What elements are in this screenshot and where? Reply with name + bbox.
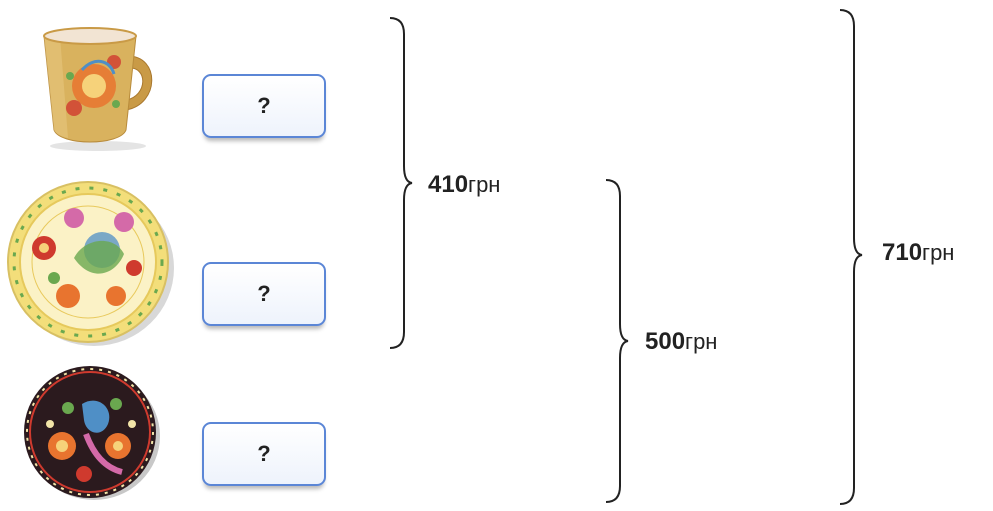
total-unit: грн	[685, 329, 718, 354]
cup-image	[43, 27, 153, 151]
total-value: 410	[428, 171, 469, 198]
plate-price-box[interactable]: ?	[202, 262, 326, 326]
saucer-price-box[interactable]: ?	[202, 422, 326, 486]
cup-price-box[interactable]: ?	[202, 74, 326, 138]
brace-all	[839, 9, 863, 505]
total-plate-saucer: 500грн	[645, 328, 717, 356]
brace-cup-plate	[389, 17, 413, 349]
total-all: 710грн	[882, 239, 954, 267]
total-value: 710	[882, 239, 923, 266]
brace-plate-saucer	[605, 179, 629, 503]
total-value: 500	[645, 328, 686, 355]
total-unit: грн	[922, 240, 955, 265]
saucer-image	[24, 366, 160, 500]
total-cup-plate: 410грн	[428, 171, 500, 199]
plate-image	[7, 181, 174, 346]
total-unit: грн	[468, 172, 501, 197]
